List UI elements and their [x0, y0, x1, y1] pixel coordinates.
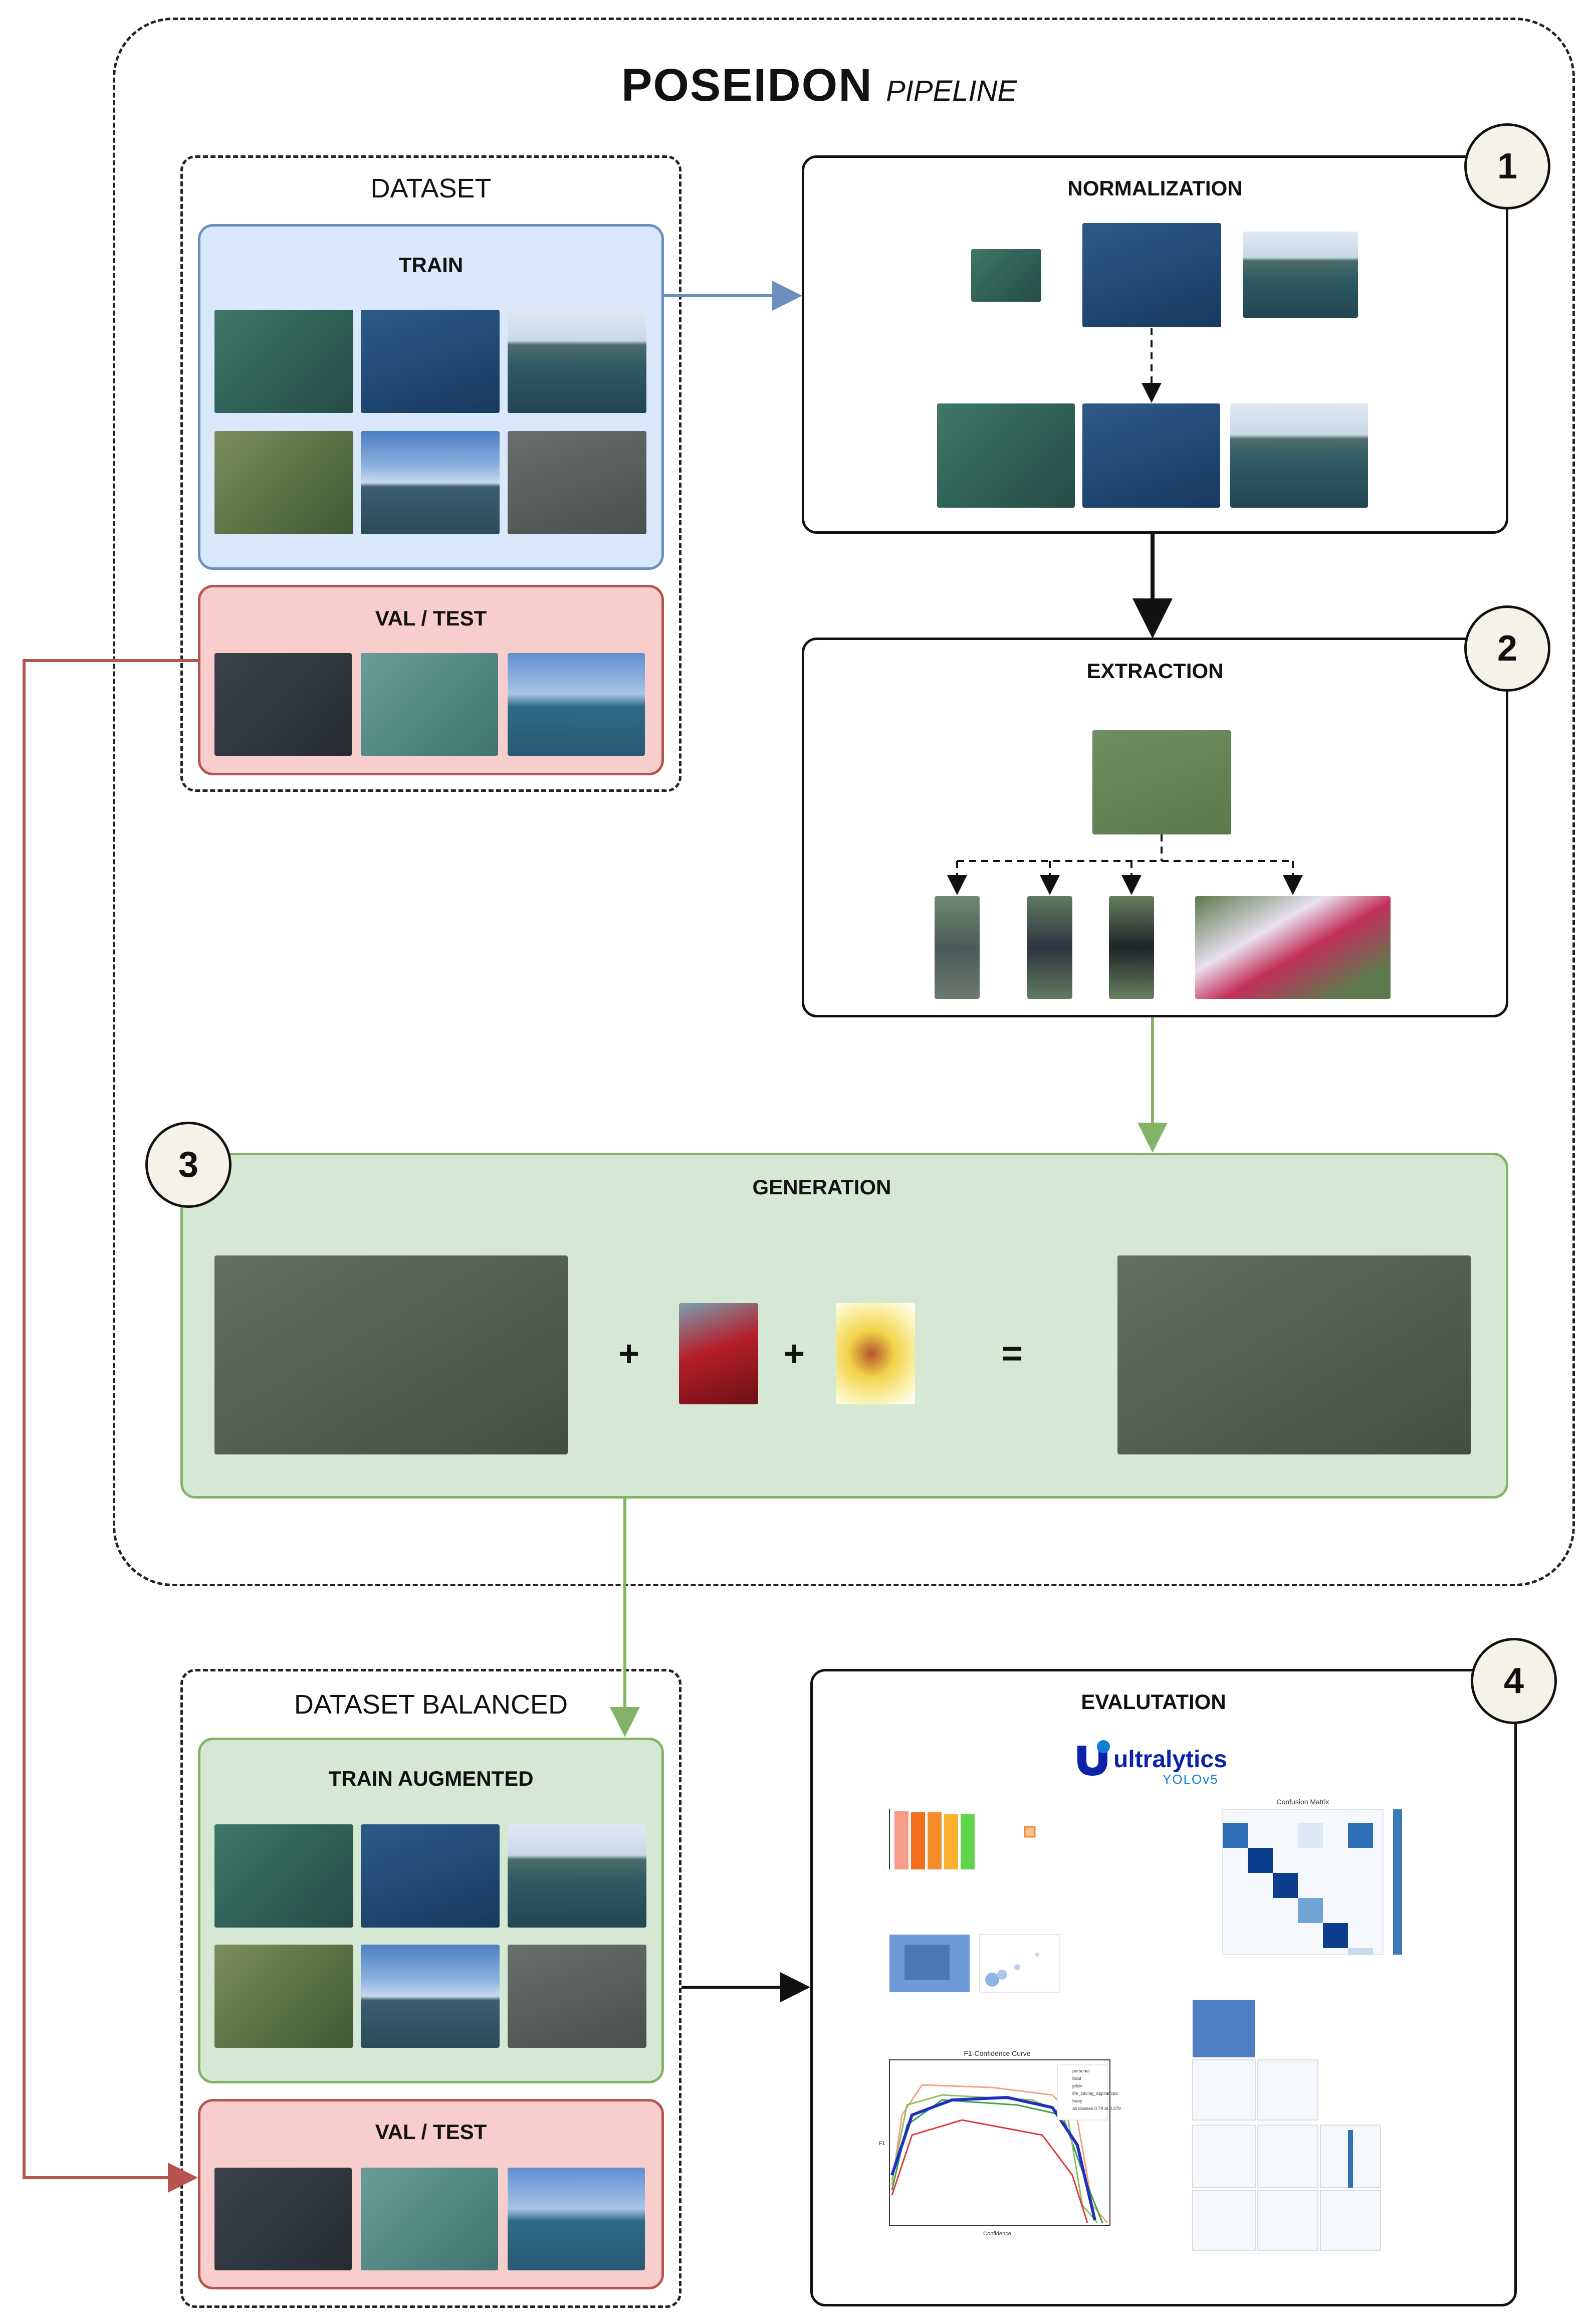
- legend-entry: buoy: [1072, 2098, 1082, 2103]
- title-pipeline: PIPELINE: [886, 75, 1017, 107]
- train-image: [214, 310, 353, 413]
- f1-curve-title: F1-Confidence Curve: [964, 2049, 1030, 2057]
- legend-entry: all classes 0.79 at 0.379: [1072, 2106, 1121, 2111]
- step-4-badge: 4: [1471, 1638, 1557, 1724]
- train-image: [508, 431, 646, 534]
- train-augmented-image: [508, 1824, 646, 1928]
- normalization-label: NORMALIZATION: [1067, 176, 1243, 200]
- legend-entry: jetski: [1072, 2083, 1083, 2088]
- train-label: TRAIN: [398, 253, 464, 277]
- ultralytics-logo-mark: [1077, 1740, 1110, 1776]
- balanced-valtest-label: VAL / TEST: [375, 2120, 487, 2144]
- plus-operator: +: [783, 1334, 805, 1374]
- train-augmented-label: TRAIN AUGMENTED: [328, 1767, 534, 1790]
- train-augmented-image: [508, 1945, 646, 2048]
- valtest-image: [508, 653, 645, 756]
- dataset-label: DATASET: [370, 173, 492, 203]
- normalization-input-small: [971, 249, 1041, 302]
- dataset-box: [180, 155, 681, 792]
- normalization-input-large: [1243, 232, 1358, 318]
- train-augmented-image: [214, 1945, 353, 2048]
- generation-label: GENERATION: [752, 1175, 891, 1199]
- valtest-label: VAL / TEST: [375, 606, 487, 630]
- step-2-badge: 2: [1464, 605, 1550, 692]
- yolov5-text: YOLOv5: [1163, 1772, 1219, 1787]
- dataset-balanced-label: DATASET BALANCED: [294, 1689, 568, 1720]
- ultralytics-brand-text: ultralytics: [1113, 1746, 1227, 1773]
- legend-entry: boat: [1072, 2076, 1081, 2081]
- step-1-badge: 1: [1464, 123, 1550, 209]
- f1-xlabel: Confidence: [983, 2231, 1011, 2237]
- extracted-person-crop: [1109, 896, 1154, 999]
- generation-background-image: [214, 1255, 568, 1454]
- train-image: [214, 431, 353, 534]
- lifejacket-object-crop: [836, 1303, 915, 1404]
- labels-pair-plot: [1192, 2000, 1381, 2251]
- balanced-valtest-image: [214, 2168, 352, 2270]
- normalization-input-medium: [1082, 223, 1221, 327]
- extracted-person-crop: [935, 896, 980, 999]
- valtest-image: [361, 653, 498, 756]
- legend-entry: personal: [1072, 2068, 1090, 2073]
- balanced-valtest-image: [361, 2168, 498, 2270]
- f1-legend: personal boat jetski life_saving_applian…: [1057, 2064, 1121, 2121]
- train-augmented-image: [214, 1824, 353, 1928]
- ultralytics-logo: ultralytics YOLOv5: [1072, 1737, 1238, 1792]
- normalization-output: [937, 403, 1075, 508]
- extracted-boat-crop: [1195, 896, 1391, 999]
- evaluation-label: EVALUTATION: [1081, 1690, 1226, 1714]
- confusion-matrix: Confusion Matrix: [1222, 1798, 1402, 1955]
- generation-result-image: [1117, 1255, 1471, 1454]
- pipeline-frame: [113, 18, 1575, 1586]
- step-3-badge: 3: [145, 1122, 232, 1208]
- arrow-valtest-to-balanced-valtest: [23, 659, 198, 2193]
- balanced-valtest-image: [508, 2168, 645, 2270]
- buoy-object-crop: [679, 1303, 758, 1404]
- extracted-person-crop: [1027, 896, 1072, 999]
- extraction-label: EXTRACTION: [1086, 659, 1224, 683]
- pipeline-title: POSEIDON PIPELINE: [621, 59, 1072, 119]
- train-augmented-image: [361, 1824, 500, 1928]
- plus-operator: +: [618, 1334, 640, 1374]
- normalization-output: [1082, 403, 1220, 508]
- train-augmented-image: [361, 1945, 500, 2048]
- f1-confidence-curve: F1-Confidence Curve personal boat jetski…: [879, 2049, 1121, 2237]
- title-poseidon: POSEIDON: [621, 60, 873, 111]
- valtest-image: [214, 653, 352, 756]
- train-image: [361, 431, 500, 534]
- extraction-source-image: [1092, 730, 1231, 834]
- f1-ylabel: F1: [879, 2141, 885, 2147]
- confusion-matrix-title: Confusion Matrix: [1276, 1798, 1329, 1806]
- legend-entry: life_saving_appliances: [1072, 2091, 1118, 2096]
- train-image: [508, 310, 646, 413]
- evaluation-plots: Confusion Matrix F1-Confidence Curve per…: [879, 1798, 1402, 2251]
- labels-histogram: [889, 1809, 1036, 1869]
- xy-density-plot: [889, 1934, 1060, 1993]
- normalization-output: [1230, 403, 1368, 508]
- equals-operator: =: [1001, 1334, 1023, 1374]
- dataset-balanced-box: [180, 1669, 681, 2308]
- train-image: [361, 310, 500, 413]
